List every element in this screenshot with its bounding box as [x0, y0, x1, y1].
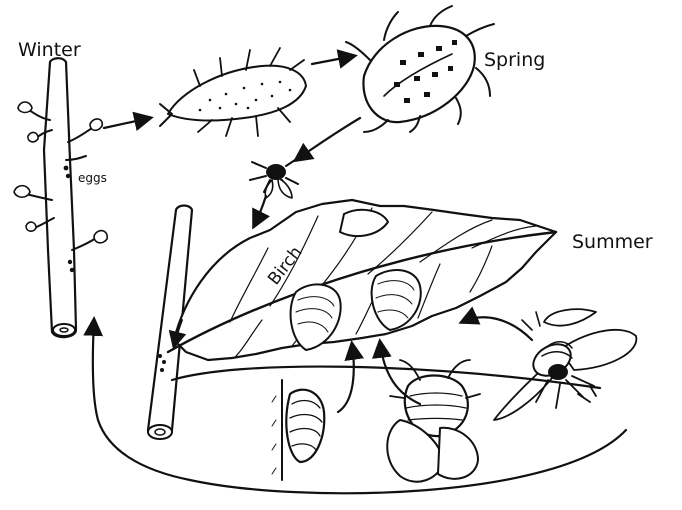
winter-label: Winter — [18, 39, 81, 61]
winter-twig-icon — [14, 58, 107, 337]
nymph-icon — [346, 6, 494, 132]
arrow-nymph-to-adult — [296, 118, 360, 160]
eggs-label: eggs — [78, 171, 107, 185]
arrow-cocoon-to-leaf — [338, 344, 354, 412]
spring-label: Spring — [484, 49, 545, 71]
arrow-adult-to-leaf — [254, 196, 266, 226]
larva-icon — [160, 48, 306, 136]
arrow-adult-to-leaf-roll — [462, 317, 532, 340]
birch-leaf-icon: Birch — [168, 200, 556, 360]
emerging-nymph-icon — [387, 360, 480, 482]
arrow-winter-to-larva — [104, 118, 150, 128]
summer-label: Summer — [572, 231, 653, 253]
arrow-larva-to-nymph — [312, 56, 354, 64]
adult-insect-icon — [250, 158, 298, 198]
cocoon-icon — [272, 380, 324, 480]
